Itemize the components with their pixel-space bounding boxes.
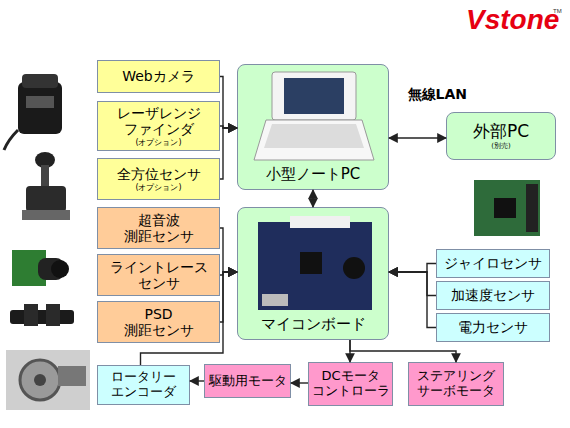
sensor-box: 加速度センサ: [436, 281, 550, 310]
laptop-base: [254, 120, 374, 160]
gyro-board-photo: [474, 180, 540, 236]
connector-arrow: [389, 272, 436, 296]
box-label: DCモータ コントローラ: [312, 369, 390, 399]
photo-background: [6, 350, 90, 410]
encoder-box: ロータリー エンコーダ: [97, 365, 190, 405]
box-label: 電力センサ: [458, 319, 528, 335]
external-pc-box: 外部PC(別売): [446, 112, 556, 160]
box-label: ライントレース センサ: [110, 259, 208, 291]
sensor-box: ジャイロセンサ: [436, 249, 550, 278]
connector-arrow: [220, 228, 237, 272]
pin-header: [526, 184, 538, 232]
box-label: 全方位センサ: [117, 166, 201, 182]
box-label: ロータリー エンコーダ: [111, 370, 176, 400]
laptop-keyboard: [264, 124, 364, 148]
box-label: Webカメラ: [122, 68, 195, 84]
connector-arrow: [141, 272, 238, 365]
laptop-photo: [254, 72, 374, 160]
lens: [24, 304, 38, 326]
connector-arrow: [312, 190, 313, 207]
gear: [20, 360, 60, 400]
transducer-face: [51, 260, 69, 278]
servo-box: ステアリング サーボモータ: [408, 362, 504, 406]
pcb: [474, 180, 540, 236]
sensor-cap: [22, 74, 58, 88]
connector-arrow: [220, 272, 237, 322]
connector-arrow: [220, 77, 237, 129]
pcb: [258, 222, 372, 310]
controller-board-photo: [258, 216, 372, 310]
box-label: マイコンボード: [261, 316, 366, 333]
motor-gear-photo: [6, 350, 90, 410]
box-label: 外部PC: [473, 122, 529, 142]
box-label: 超音波 測距センサ: [124, 212, 194, 244]
sensor-mirror: [35, 152, 55, 168]
motor-box: 駆動用モータ: [204, 364, 291, 398]
sensor-box: Webカメラ: [97, 60, 220, 93]
edge-label: 無線LAN: [408, 86, 467, 104]
lens: [46, 304, 60, 326]
sensor-box: PSD 測距センサ: [97, 301, 220, 343]
laser-range-finder-photo: [4, 74, 62, 150]
box-note: (オプション): [135, 183, 181, 192]
ultrasonic-sensor-photo: [12, 250, 69, 286]
sensor-box: レーザレンジ ファインダ(オプション): [97, 101, 220, 151]
omni-sensor-photo: [22, 152, 70, 220]
camera-base: [22, 210, 70, 220]
box-label: 小型ノートPC: [266, 166, 361, 183]
box-label: 駆動用モータ: [209, 374, 287, 389]
buzzer: [343, 257, 365, 279]
connector: [262, 294, 288, 306]
logo-text: Vstone: [466, 4, 559, 36]
laptop-lid: [272, 72, 356, 120]
box-label: ジャイロセンサ: [444, 255, 542, 271]
trademark-mark: TM: [553, 8, 562, 14]
box-label: レーザレンジ ファインダ: [117, 105, 201, 137]
connector-arrow: [291, 382, 308, 383]
sensor-window: [26, 96, 54, 108]
psd-sensor-photo: [10, 304, 74, 326]
pcb: [12, 250, 46, 286]
connector-arrow: [220, 126, 237, 128]
sensor-cable: [4, 130, 18, 150]
mcu-chip: [300, 252, 322, 274]
box-label: PSD 測距センサ: [124, 306, 194, 338]
chip: [494, 198, 516, 218]
connector-arrow: [350, 340, 456, 362]
transducer: [38, 258, 64, 280]
sensor-body: [18, 82, 62, 134]
sensor-body: [10, 310, 74, 324]
connector-arrow: [349, 340, 350, 362]
motor: [58, 366, 86, 386]
sensor-box: ライントレース センサ: [97, 254, 220, 296]
controller-box: DCモータ コントローラ: [308, 362, 393, 406]
sensor-box: 電力センサ: [436, 313, 550, 342]
connector-arrow: [389, 264, 436, 273]
connector-arrow: [389, 272, 436, 328]
connector-arrow: [389, 137, 446, 138]
camera-body: [26, 186, 66, 212]
sensor-post: [41, 165, 49, 187]
connector-arrow: [220, 128, 237, 179]
laptop-screen: [284, 78, 344, 114]
sensor-box: 全方位センサ(オプション): [97, 158, 220, 200]
box-label: ステアリング サーボモータ: [417, 369, 495, 399]
connector-arrow: [190, 380, 204, 381]
box-label: 加速度センサ: [451, 287, 535, 303]
box-note: (別売): [491, 142, 510, 150]
connector-arrow: [220, 272, 237, 275]
sensor-box: 超音波 測距センサ: [97, 207, 220, 249]
connector: [290, 216, 350, 228]
gear-hub: [34, 374, 46, 386]
controller-box: マイコンボード: [237, 207, 389, 340]
pc-box: 小型ノートPC: [237, 64, 389, 190]
box-note: (オプション): [135, 138, 181, 147]
